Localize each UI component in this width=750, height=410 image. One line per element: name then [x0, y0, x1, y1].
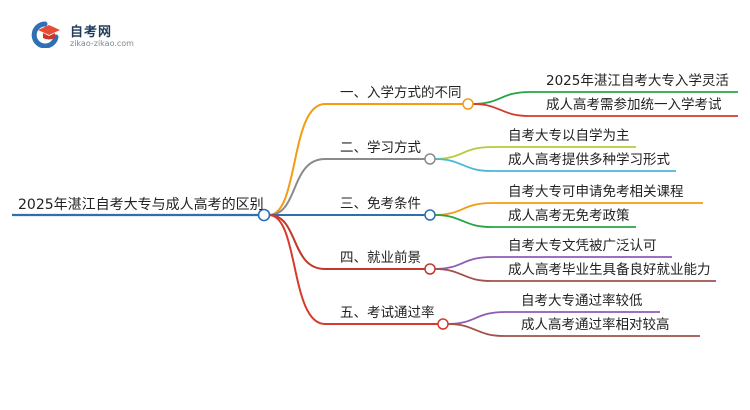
- branch-connector-4: [268, 214, 326, 270]
- leaf-label-2-1[interactable]: 自考大专以自学为主: [508, 128, 630, 144]
- leaf-connector-2-1: [434, 146, 493, 160]
- leaf-label-5-1[interactable]: 自考大专通过率较低: [521, 293, 643, 309]
- root-node: [257, 208, 271, 222]
- site-logo[interactable]: 自考网 zikao-zikao.com: [30, 18, 150, 52]
- branch-connector-1: [268, 103, 326, 216]
- branch-connector-2: [268, 158, 326, 216]
- leaf-connector-4-2: [434, 268, 493, 282]
- leaf-label-2-2[interactable]: 成人高考提供多种学习形式: [508, 152, 670, 168]
- leaf-connector-2-2: [434, 158, 493, 172]
- leaf-label-5-2[interactable]: 成人高考通过率相对较高: [521, 317, 670, 333]
- leaf-connector-3-1: [434, 202, 493, 216]
- branch-label-1[interactable]: 一、入学方式的不同: [340, 85, 462, 101]
- leaf-connector-1-1: [472, 91, 531, 105]
- branch-connector-5: [268, 214, 326, 325]
- leaf-label-3-1[interactable]: 自考大专可申请免考相关课程: [508, 184, 684, 200]
- branch-node-3: [424, 209, 436, 221]
- leaf-label-4-1[interactable]: 自考大专文凭被广泛认可: [508, 238, 657, 254]
- branch-label-5[interactable]: 五、考试通过率: [340, 305, 435, 321]
- leaf-label-1-1[interactable]: 2025年湛江自考大专入学灵活: [546, 73, 729, 89]
- branch-node-4: [424, 263, 436, 275]
- branch-node-5: [437, 318, 449, 330]
- logo-url: zikao-zikao.com: [70, 39, 134, 48]
- leaf-connector-1-2: [472, 103, 531, 117]
- leaf-connector-3-2: [434, 214, 493, 228]
- leaf-label-3-2[interactable]: 成人高考无免考政策: [508, 208, 630, 224]
- branch-label-3[interactable]: 三、免考条件: [340, 196, 421, 212]
- branch-label-4[interactable]: 四、就业前景: [340, 250, 421, 266]
- graduation-cap-icon: [31, 21, 60, 48]
- logo-name: 自考网: [70, 25, 113, 40]
- branch-node-1: [462, 98, 474, 110]
- leaf-connector-5-1: [447, 311, 506, 325]
- root-label[interactable]: 2025年湛江自考大专与成人高考的区别: [18, 197, 264, 213]
- branch-node-2: [424, 153, 436, 165]
- leaf-label-4-2[interactable]: 成人高考毕业生具备良好就业能力: [508, 262, 711, 278]
- leaf-connector-4-1: [434, 256, 493, 270]
- leaf-label-1-2[interactable]: 成人高考需参加统一入学考试: [546, 97, 722, 113]
- branch-label-2[interactable]: 二、学习方式: [340, 140, 421, 156]
- leaf-connector-5-2: [447, 323, 506, 337]
